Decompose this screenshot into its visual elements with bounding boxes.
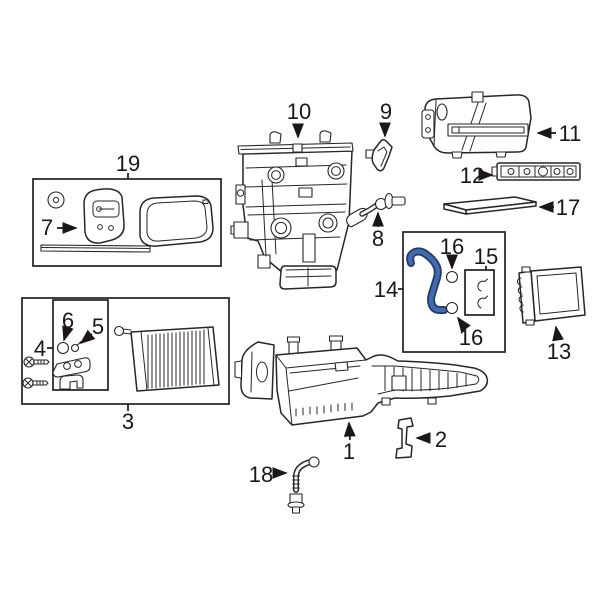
callout-1: 1 xyxy=(343,421,356,464)
kit-15-outline xyxy=(464,269,495,316)
callout-15-label: 15 xyxy=(474,244,498,269)
callout-1-arrow xyxy=(343,421,356,441)
callout-5-arrow xyxy=(79,329,96,345)
part-1-lower-housing xyxy=(234,335,489,426)
part-3-kit-box xyxy=(21,297,230,405)
callout-10: 10 xyxy=(287,99,311,139)
callout-2: 2 xyxy=(415,427,447,452)
callout-13: 13 xyxy=(547,325,571,364)
housing-1-body xyxy=(275,347,489,426)
callout-10-label: 10 xyxy=(287,99,311,124)
part-16-oring-bottom xyxy=(445,301,459,315)
part-11-blower-housing xyxy=(421,91,532,159)
callout-2-label: 2 xyxy=(435,427,447,452)
callout-3-label: 3 xyxy=(122,409,134,434)
callout-8: 8 xyxy=(372,211,384,251)
part-2-bracket xyxy=(395,417,414,459)
heater-core xyxy=(113,325,220,392)
callout-18-label: 18 xyxy=(249,462,273,487)
callout-16-top-label: 16 xyxy=(440,234,464,259)
callout-16-bottom-label: 16 xyxy=(459,325,483,350)
callout-16-top: 16 xyxy=(440,234,464,270)
screw xyxy=(22,377,49,389)
part-17-cabin-filter xyxy=(443,196,537,215)
callout-4-label: 4 xyxy=(34,336,46,361)
callout-19-label: 19 xyxy=(116,151,140,176)
part-19-seal-ring xyxy=(139,195,214,247)
callout-9-label: 9 xyxy=(380,99,392,124)
part-14-heater-pipe-highlight xyxy=(407,249,447,313)
callout-13-label: 13 xyxy=(547,339,571,364)
clip-icon xyxy=(477,278,488,292)
kit-19-grommet xyxy=(47,191,65,209)
kit-4-bracket xyxy=(52,357,91,378)
callout-3: 3 xyxy=(122,404,134,434)
callout-12: 12 xyxy=(460,163,494,188)
callout-6-arrow xyxy=(62,325,74,342)
blower-11-slide-door xyxy=(447,123,529,137)
callout-13-arrow xyxy=(552,325,564,342)
callout-16-bottom: 16 xyxy=(457,316,483,350)
part-14-kit-box xyxy=(402,231,506,353)
callout-5: 5 xyxy=(79,314,104,345)
callout-4: 4 xyxy=(34,336,53,361)
callout-8-label: 8 xyxy=(372,226,384,251)
callout-1-label: 1 xyxy=(343,439,355,464)
callout-18: 18 xyxy=(249,462,288,487)
callout-15: 15 xyxy=(474,244,498,270)
callout-16-bottom-arrow xyxy=(457,316,471,333)
housing-1-left-scoop xyxy=(234,341,275,400)
callout-5-label: 5 xyxy=(92,314,104,339)
screw xyxy=(23,356,50,368)
part-16-oring-top xyxy=(445,270,459,284)
housing-1-duct-arm xyxy=(371,365,480,406)
callout-6-label: 6 xyxy=(62,308,74,333)
part-8-tube xyxy=(346,192,406,228)
callout-11: 11 xyxy=(536,121,582,146)
part-18-drain-tube xyxy=(287,456,320,514)
part-19-kit-box xyxy=(32,178,222,267)
callout-14-label: 14 xyxy=(374,277,398,302)
part-9-bracket xyxy=(365,138,393,172)
callout-9: 9 xyxy=(379,99,392,138)
part-12-door-strip xyxy=(491,162,581,181)
part-19-foam-strip xyxy=(40,244,151,253)
callout-7: 7 xyxy=(41,215,78,240)
kit-4-clip xyxy=(59,374,84,390)
part-6-oring xyxy=(56,341,70,355)
callout-6: 6 xyxy=(62,308,74,342)
part-15-clip-box xyxy=(464,269,495,316)
clip-icon xyxy=(477,295,488,309)
callout-7-label: 7 xyxy=(41,215,53,240)
callout-17: 17 xyxy=(538,195,580,220)
callout-19: 19 xyxy=(116,151,140,179)
callout-14: 14 xyxy=(374,277,403,302)
part-7-actuator xyxy=(83,188,125,244)
part-10-upper-housing xyxy=(230,130,354,290)
callout-11-label: 11 xyxy=(559,121,582,146)
callout-17-label: 17 xyxy=(556,195,580,220)
callout-12-label: 12 xyxy=(460,163,484,188)
part-13-evaporator xyxy=(517,266,586,326)
